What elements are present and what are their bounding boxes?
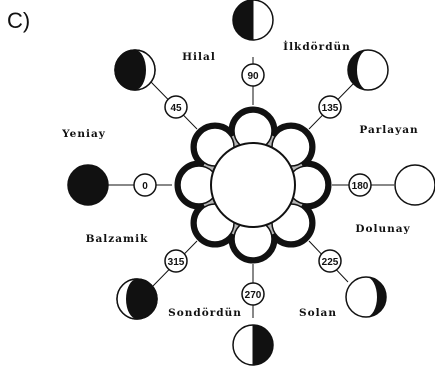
- crescent-moon-icon: [115, 50, 155, 90]
- svg-text:90: 90: [247, 71, 259, 82]
- central-orbit: [178, 110, 328, 260]
- new-moon-icon: [68, 165, 108, 205]
- angle-badge-135: 135: [319, 96, 341, 118]
- angle-badge-315: 315: [165, 250, 187, 272]
- svg-text:270: 270: [245, 290, 262, 301]
- last-quarter-moon-icon: [233, 325, 273, 365]
- full-moon-icon: [395, 165, 435, 205]
- angle-badge-270: 270: [242, 283, 264, 305]
- svg-text:0: 0: [142, 181, 148, 192]
- balsamic-moon-icon: [117, 279, 157, 319]
- waning-gibbous-moon-icon: [346, 277, 386, 317]
- label-dolunay: Dolunay: [355, 223, 410, 235]
- svg-text:180: 180: [352, 181, 369, 192]
- angle-badge-180: 180: [349, 174, 371, 196]
- svg-text:135: 135: [322, 103, 339, 114]
- earth-center: [211, 143, 295, 227]
- angle-badge-45: 45: [165, 96, 187, 118]
- label-solan: Solan: [299, 307, 337, 319]
- angle-badge-0: 0: [134, 174, 156, 196]
- svg-text:315: 315: [168, 257, 185, 268]
- label-sondordun: Sondördün: [168, 307, 242, 319]
- svg-text:45: 45: [170, 103, 182, 114]
- first-quarter-moon-icon: [233, 0, 273, 40]
- angle-badge-90: 90: [242, 64, 264, 86]
- label-ilkdordun: İlkdördün: [283, 39, 351, 53]
- svg-text:225: 225: [322, 257, 339, 268]
- waxing-gibbous-moon-icon: [348, 50, 388, 90]
- label-parlayan: Parlayan: [359, 124, 418, 136]
- label-yeniay: Yeniay: [61, 128, 106, 140]
- angle-badge-225: 225: [319, 250, 341, 272]
- label-balzamik: Balzamik: [86, 233, 149, 245]
- label-hilal: Hilal: [182, 51, 216, 63]
